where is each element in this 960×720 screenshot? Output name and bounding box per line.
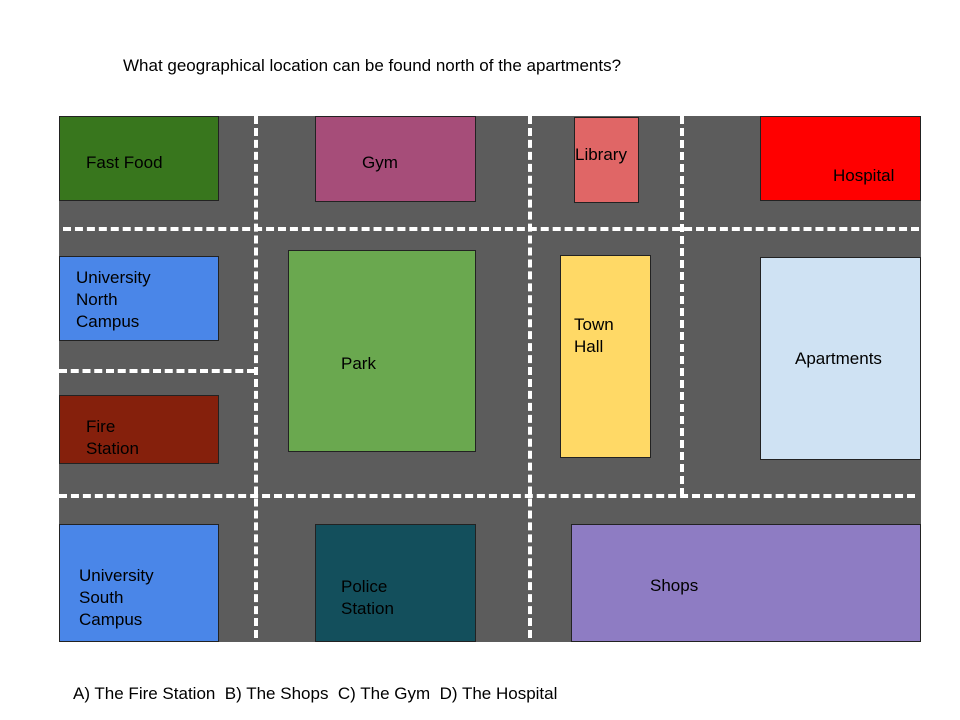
hospital-block: Hospital (760, 116, 921, 201)
answer-choices: A) The Fire Station B) The Shops C) The … (73, 684, 558, 703)
apartments-label: Apartments (795, 349, 882, 368)
road-marking-north (63, 227, 919, 231)
road-marking-west-short (59, 369, 255, 373)
road-marking-avenue-1 (254, 116, 258, 638)
shops-label: Shops (650, 576, 699, 595)
town-hall-label: Town Hall (574, 315, 614, 356)
fast-food-label: Fast Food (86, 153, 163, 172)
town-hall-block: Town Hall (560, 255, 651, 458)
police-station-label: Police Station (341, 577, 394, 618)
town-map: Fast Food Gym Library Hospital Universit… (59, 116, 921, 642)
park-label: Park (341, 354, 376, 373)
library-label: Library (575, 145, 627, 164)
gym-label: Gym (362, 153, 398, 172)
road-marking-avenue-2 (528, 116, 532, 638)
fast-food-block: Fast Food (59, 116, 219, 201)
university-north-campus-block: University North Campus (59, 256, 219, 341)
library-block: Library (574, 117, 639, 203)
park-block: Park (288, 250, 476, 452)
shops-block: Shops (571, 524, 921, 642)
fire-station-block: Fire Station (59, 395, 219, 464)
police-station-block: Police Station (315, 524, 476, 642)
university-south-campus-block: University South Campus (59, 524, 219, 642)
fire-station-label: Fire Station (86, 417, 139, 458)
university-north-campus-label: University North Campus (76, 268, 151, 331)
gym-block: Gym (315, 116, 476, 202)
road-marking-avenue-3 (680, 116, 684, 496)
university-south-campus-label: University South Campus (79, 566, 154, 629)
question-text: What geographical location can be found … (123, 56, 622, 75)
apartments-block: Apartments (760, 257, 921, 460)
hospital-label: Hospital (833, 166, 895, 185)
road-marking-south (59, 494, 915, 498)
